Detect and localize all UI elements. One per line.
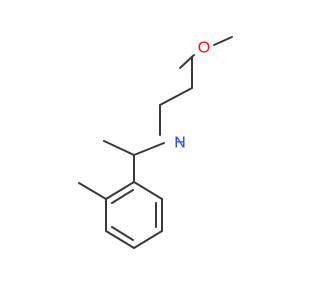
ring-bond-4 <box>133 230 163 249</box>
atom-labels: O N H <box>174 40 210 152</box>
ring-bond-6 <box>133 181 163 200</box>
bond-methyl-oxygen <box>213 36 233 46</box>
bond-ring-methyl <box>78 182 107 200</box>
nitrogen-label: N <box>174 135 186 152</box>
structure-canvas: O N H <box>78 36 233 249</box>
bond-ethyl-2 <box>159 87 193 106</box>
oxygen-label: O <box>198 40 210 57</box>
ring-double-2 <box>111 226 134 241</box>
ring-bond-3 <box>105 230 135 249</box>
ring-double-1 <box>111 189 134 204</box>
hydrogen-label: H <box>174 135 186 152</box>
ring-bond-1 <box>105 181 135 200</box>
bond-nitrogen-ch <box>133 142 165 156</box>
bonds <box>78 36 233 249</box>
bond-ch-methyl <box>103 140 135 156</box>
